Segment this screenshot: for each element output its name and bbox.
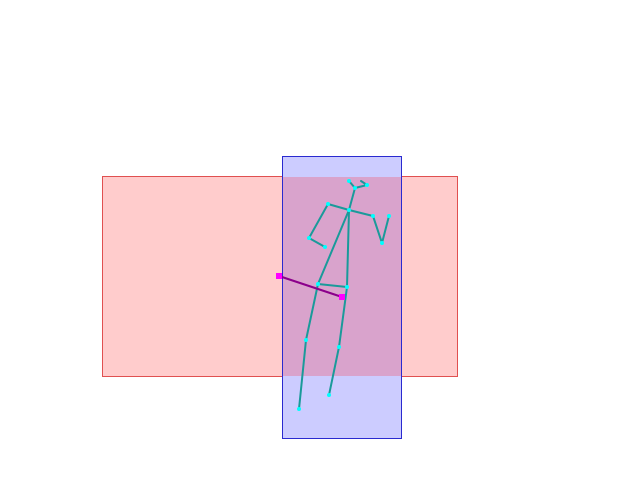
pose-joints	[297, 179, 391, 411]
overlap-region	[283, 177, 401, 376]
skeleton-torso-left	[317, 209, 350, 285]
skeleton-head	[348, 180, 368, 189]
joint-hip-right	[345, 285, 349, 289]
joint-neck	[347, 208, 351, 212]
vector-start-point	[276, 273, 282, 279]
joint-elbow-right	[380, 241, 384, 245]
joint-head-right	[365, 183, 369, 187]
skeleton-shoulder-right	[348, 209, 374, 217]
joint-nose	[353, 186, 357, 190]
skeleton-neck	[348, 187, 356, 211]
magenta-vector	[278, 275, 343, 298]
skeleton-hips	[317, 283, 348, 288]
skeleton-shoulder-left	[327, 203, 350, 211]
joint-hip-left	[316, 282, 320, 286]
joint-elbow-left	[307, 236, 311, 240]
joint-wrist-right	[387, 214, 391, 218]
joint-shoulder-right	[371, 214, 375, 218]
joint-ankle-right	[327, 393, 331, 397]
joint-head-left	[347, 179, 351, 183]
skeleton-torso-right	[346, 209, 350, 288]
joint-wrist-left	[323, 245, 327, 249]
joint-shoulder-left	[326, 202, 330, 206]
vector-end-point	[339, 294, 345, 300]
joint-knee-right	[337, 345, 341, 349]
joint-knee-left	[304, 338, 308, 342]
joint-ankle-left	[297, 407, 301, 411]
